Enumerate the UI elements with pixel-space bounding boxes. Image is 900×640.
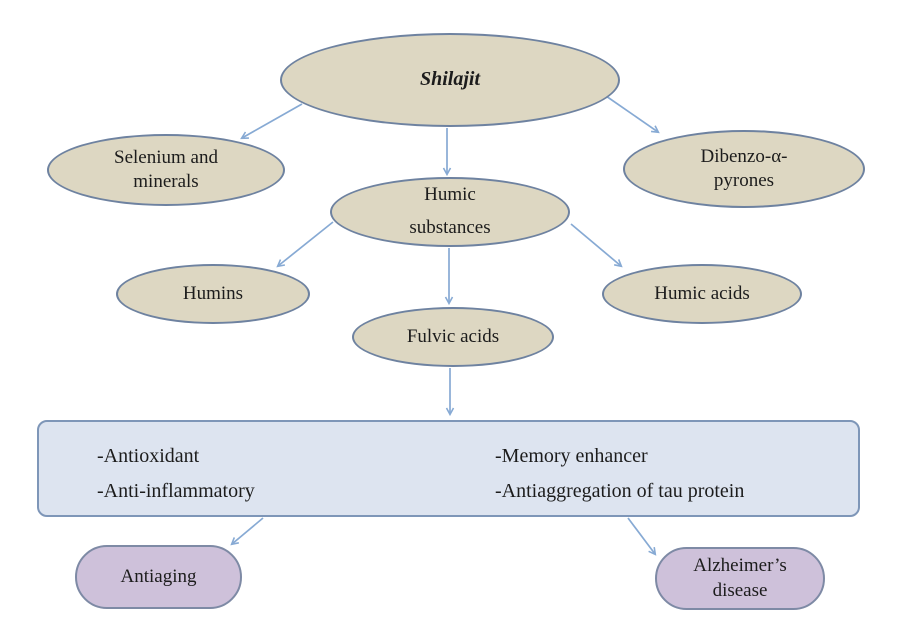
node-selenium-label-line2: minerals: [133, 171, 199, 192]
node-alzheimers-disease: Alzheimer’s disease: [655, 547, 825, 610]
benefit-antiaggregation-tau: -Antiaggregation of tau protein: [495, 480, 745, 502]
benefits-left-column: -Antioxidant -Anti-inflammatory: [97, 439, 255, 509]
arrow-benefits-box-to-alzheimers: [627, 517, 657, 556]
node-antiaging: Antiaging: [75, 545, 242, 609]
benefit-antioxidant: -Antioxidant: [97, 445, 200, 467]
benefit-anti-inflammatory: -Anti-inflammatory: [97, 480, 255, 502]
node-humins-label: Humins: [182, 282, 244, 304]
arrow-shilajit-to-selenium: [240, 103, 303, 140]
node-selenium-and-minerals: Selenium and minerals: [47, 134, 285, 206]
node-alzheimers-label-line1: Alzheimer’s: [693, 555, 787, 577]
benefits-box: -Antioxidant -Anti-inflammatory -Memory …: [37, 420, 860, 517]
node-humic-acids: Humic acids: [602, 264, 802, 324]
node-dibenzo-alpha-pyrones: Dibenzo-α- pyrones: [623, 130, 865, 208]
node-humic-acids-label: Humic acids: [654, 282, 750, 304]
node-alzheimers-label-line2: disease: [712, 579, 768, 601]
node-humins: Humins: [116, 264, 310, 324]
arrow-shilajit-to-dibenzo: [605, 95, 660, 134]
node-shilajit: Shilajit: [280, 33, 620, 127]
node-fulvic-acids: Fulvic acids: [352, 307, 554, 367]
node-dibenzo-label-line1: Dibenzo-α-: [700, 145, 788, 167]
benefits-right-column: -Memory enhancer -Antiaggregation of tau…: [495, 439, 744, 509]
node-dibenzo-label-line2: pyrones: [713, 170, 775, 191]
arrow-benefits-box-to-antiaging: [230, 517, 264, 546]
node-antiaging-label: Antiaging: [120, 565, 197, 587]
arrow-humic-substances-to-humins: [276, 221, 334, 268]
node-humic-substances: Humic substances: [330, 177, 570, 247]
node-shilajit-label: Shilajit: [419, 68, 481, 91]
node-humic-substances-label-line2: substances: [409, 217, 491, 238]
node-humic-substances-label-line1: Humic: [424, 184, 476, 206]
node-fulvic-acids-label: Fulvic acids: [406, 325, 500, 347]
arrow-humic-substances-to-humic-acids: [570, 223, 623, 268]
benefit-memory-enhancer: -Memory enhancer: [495, 445, 648, 467]
node-selenium-label-line1: Selenium and: [114, 146, 218, 168]
